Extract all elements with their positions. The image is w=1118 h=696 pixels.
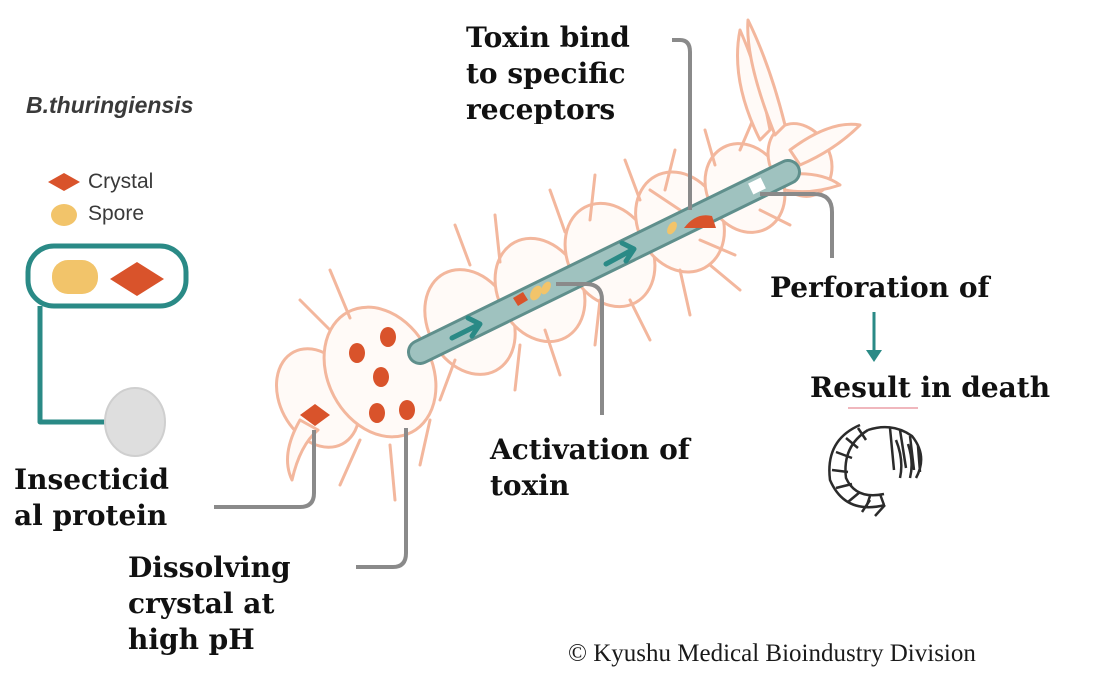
label-toxin-bind-line-3: receptors [466, 92, 630, 124]
label-activation-line-1: Activation of [490, 432, 690, 468]
species-title: B.thuringiensis [26, 92, 193, 119]
label-activation-line-2: toxin [490, 468, 690, 504]
copyright-credit: © Kyushu Medical Bioindustry Division [568, 640, 976, 668]
label-insecticidal-protein-line-2: al protein [14, 498, 169, 534]
leader-dissolving-crystal [356, 428, 406, 567]
label-death: Result in death [810, 370, 1050, 406]
bacterium-illustration [28, 246, 186, 456]
label-insecticidal-protein: Insecticid al protein [14, 462, 169, 534]
legend-spore-label: Spore [88, 202, 144, 226]
perforation-to-death-arrow [866, 312, 882, 362]
spore-legend-icon [51, 204, 77, 226]
legend-crystal-label: Crystal [88, 170, 153, 194]
label-perforation: Perforation of [770, 270, 990, 306]
label-dissolving-crystal: Dissolving crystal at high pH [128, 550, 291, 658]
dead-larva-illustration [829, 425, 921, 516]
label-toxin-bind-line-2: to specific [466, 56, 630, 92]
label-activation: Activation of toxin [490, 432, 690, 504]
label-dissolving-crystal-line-1: Dissolving [128, 550, 291, 586]
label-insecticidal-protein-line-1: Insecticid [14, 462, 169, 498]
label-toxin-bind-line-1: Toxin bind [466, 20, 630, 56]
label-dissolving-crystal-line-3: high pH [128, 622, 291, 658]
crystal-legend-icon [48, 173, 80, 191]
label-dissolving-crystal-line-2: crystal at [128, 586, 291, 622]
label-toxin-bind: Toxin bind to specific receptors [466, 20, 630, 124]
